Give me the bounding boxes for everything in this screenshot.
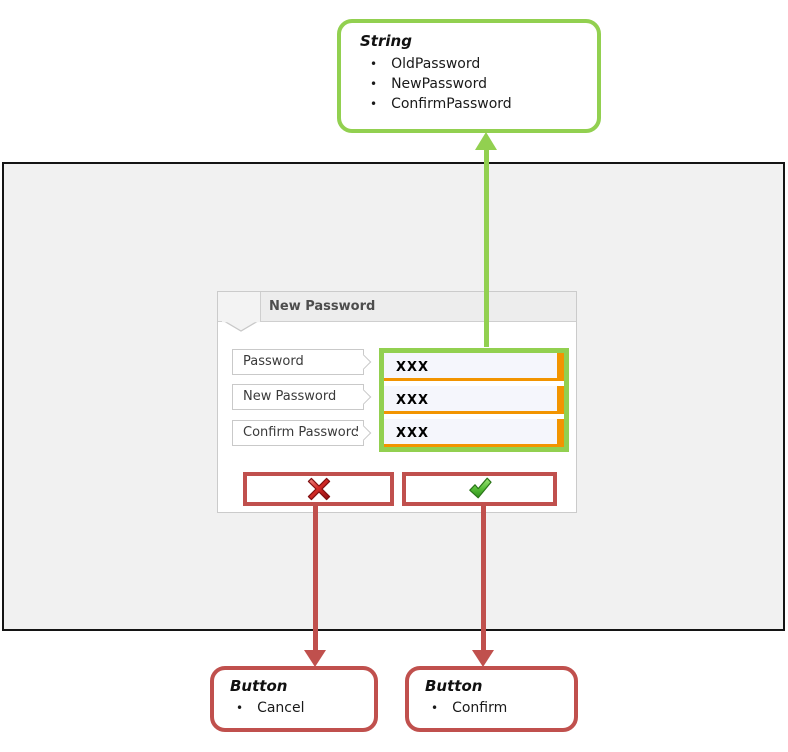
field-label-password: Password <box>232 349 364 375</box>
cancel-arrowhead-icon <box>304 650 326 667</box>
red-x-icon <box>307 477 330 501</box>
cancel-callout: Button Cancel <box>210 666 378 732</box>
confirm-arrow-line <box>481 505 486 653</box>
password-dialog: New Password Password New Password Confi… <box>217 291 577 513</box>
confirm-button[interactable] <box>402 472 557 506</box>
confirm-callout: Button Confirm <box>405 666 578 732</box>
green-check-icon <box>468 477 492 499</box>
collapse-chevron-icon[interactable] <box>222 321 260 333</box>
field-label-new-password: New Password <box>232 384 364 410</box>
string-callout-title: String <box>360 32 412 50</box>
dialog-title: New Password <box>269 299 376 314</box>
string-callout: String OldPassword NewPassword ConfirmPa… <box>337 19 601 133</box>
confirm-callout-title: Button <box>425 677 483 695</box>
string-callout-item: ConfirmPassword <box>360 94 597 114</box>
dialog-header-tab[interactable] <box>218 292 261 321</box>
password-input[interactable]: XXX <box>384 353 564 381</box>
cancel-arrow-line <box>313 505 318 653</box>
confirm-password-input[interactable]: XXX <box>384 419 564 447</box>
cancel-callout-item: Cancel <box>230 697 374 719</box>
confirm-arrowhead-icon <box>472 650 494 667</box>
new-password-input[interactable]: XXX <box>384 386 564 414</box>
field-label-confirm-password: Confirm Password <box>232 420 364 446</box>
cancel-button[interactable] <box>243 472 394 506</box>
green-arrowhead-icon <box>475 132 497 150</box>
confirm-callout-item: Confirm <box>425 697 574 719</box>
string-callout-item: NewPassword <box>360 74 597 94</box>
dialog-header: New Password <box>218 292 576 322</box>
string-callout-item: OldPassword <box>360 54 597 74</box>
input-group-highlight: XXX XXX XXX <box>379 348 569 452</box>
cancel-callout-title: Button <box>230 677 288 695</box>
green-arrow-line <box>484 147 489 347</box>
